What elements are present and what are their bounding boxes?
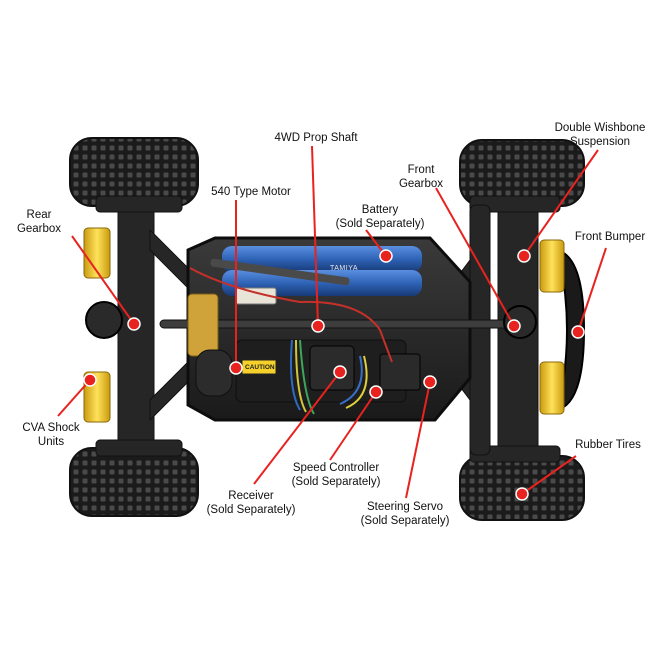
dot-front-gearbox <box>507 319 521 333</box>
leader-receiver <box>253 371 341 485</box>
label-front-gearbox-line2: Gearbox <box>398 178 444 190</box>
label-steering-servo-line1: Steering Servo <box>366 501 444 513</box>
label-rear-gearbox-line2: Gearbox <box>16 223 62 235</box>
label-receiver-line1: Receiver <box>228 490 274 502</box>
label-prop-shaft-text: 4WD Prop Shaft <box>274 132 358 144</box>
label-battery: Battery (Sold Separately) <box>330 203 430 231</box>
label-receiver-line2: (Sold Separately) <box>206 504 296 516</box>
label-speed-controller-line2: (Sold Separately) <box>291 476 381 488</box>
leader-prop-shaft <box>311 145 319 327</box>
dot-motor <box>229 361 243 375</box>
steering-servo-box <box>379 353 421 391</box>
dot-receiver <box>333 365 347 379</box>
dot-double-wishbone <box>517 249 531 263</box>
label-steering-servo: Steering Servo (Sold Separately) <box>350 500 460 528</box>
wiring <box>189 267 393 415</box>
motor <box>187 293 233 397</box>
rear-right-tire <box>69 447 199 517</box>
label-rubber-tires: Rubber Tires <box>566 438 650 452</box>
front-shock-bottom <box>539 361 565 415</box>
label-front-gearbox: Front Gearbox <box>386 163 456 191</box>
dot-rear-gearbox <box>127 317 141 331</box>
label-rear-gearbox: Rear Gearbox <box>12 208 66 236</box>
label-front-gearbox-line1: Front <box>407 164 435 176</box>
front-bumper <box>554 248 586 412</box>
label-motor: 540 Type Motor <box>196 185 306 199</box>
label-cva-shock-line2: Units <box>37 436 65 448</box>
rear-gearbox <box>85 301 123 339</box>
rear-suspension <box>95 195 191 457</box>
label-front-bumper-text: Front Bumper <box>574 231 646 243</box>
label-front-bumper: Front Bumper <box>568 230 652 244</box>
front-shock-top <box>539 239 565 293</box>
battery-brand-text: TAMIYA <box>330 265 359 272</box>
label-double-wishbone-line1: Double Wishbone <box>554 122 646 134</box>
dot-steering-servo <box>423 375 437 389</box>
speed-controller-box <box>309 345 355 391</box>
dot-front-bumper <box>571 325 585 339</box>
label-receiver: Receiver (Sold Separately) <box>196 489 306 517</box>
leader-front-bumper <box>577 247 607 333</box>
label-speed-controller: Speed Controller (Sold Separately) <box>280 461 392 489</box>
dot-rubber-tires <box>515 487 529 501</box>
label-cva-shock: CVA Shock Units <box>14 421 88 449</box>
leader-rubber-tires <box>521 455 577 495</box>
label-steering-servo-line2: (Sold Separately) <box>360 515 450 527</box>
leader-front-gearbox <box>435 187 515 327</box>
label-battery-line2: (Sold Separately) <box>335 218 425 230</box>
callout-lines <box>57 145 607 499</box>
leader-rear-gearbox <box>71 235 135 325</box>
label-battery-line1: Battery <box>361 204 399 216</box>
dot-speed-controller <box>369 385 383 399</box>
label-speed-controller-line1: Speed Controller <box>292 462 380 474</box>
label-rear-gearbox-line1: Rear <box>26 209 52 221</box>
dot-cva-shock <box>83 373 97 387</box>
leader-double-wishbone <box>523 149 599 257</box>
callout-dots <box>83 249 585 501</box>
label-cva-shock-line1: CVA Shock <box>22 422 80 434</box>
label-rubber-tires-text: Rubber Tires <box>575 439 641 451</box>
label-motor-text: 540 Type Motor <box>211 186 291 198</box>
label-prop-shaft: 4WD Prop Shaft <box>256 131 376 145</box>
leader-speed-controller <box>329 391 377 461</box>
caution-sticker-text: CAUTION <box>245 364 275 371</box>
leader-cva-shock <box>57 379 91 417</box>
leader-steering-servo <box>405 381 431 499</box>
label-double-wishbone: Double Wishbone Suspension <box>550 121 650 149</box>
dot-battery <box>379 249 393 263</box>
label-double-wishbone-line2: Suspension <box>569 136 631 148</box>
dot-prop-shaft <box>311 319 325 333</box>
